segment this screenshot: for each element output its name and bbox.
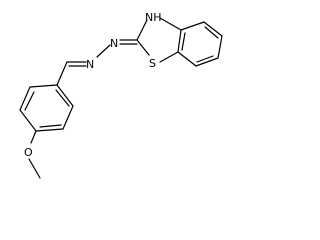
bond	[159, 51, 179, 63]
bond	[96, 44, 111, 58]
double-bond-inner	[55, 89, 70, 107]
bond	[35, 128, 64, 132]
bond	[56, 84, 74, 107]
bond	[19, 109, 37, 132]
methoxy-group	[28, 130, 41, 179]
atom-label-s: S	[149, 57, 156, 70]
bond	[217, 35, 223, 59]
bond	[177, 29, 182, 53]
bond	[62, 105, 74, 130]
hydrazone-linker	[66, 39, 138, 67]
atom-label-n: N	[86, 58, 94, 71]
atom-label-nh: NH	[145, 11, 162, 24]
bond	[177, 51, 197, 67]
structure-svg: NH N N S O	[19, 11, 223, 179]
double-bond-inner	[24, 91, 35, 111]
bond	[159, 17, 182, 31]
atom-label-n: N	[110, 37, 118, 50]
bond	[180, 21, 205, 31]
double-bond-inner	[204, 26, 219, 39]
thiazole-ring	[136, 17, 182, 63]
bond	[29, 84, 58, 88]
methoxyphenyl-ring	[19, 61, 74, 132]
benzothiazole-benzene-ring	[177, 21, 223, 67]
double-bond-inner	[39, 124, 62, 128]
double-bond-inner	[181, 32, 186, 51]
bond	[136, 39, 150, 56]
bond	[19, 86, 31, 111]
bond	[136, 19, 148, 41]
atom-label-o: O	[24, 146, 33, 159]
bond	[195, 57, 219, 67]
bond	[30, 130, 37, 144]
bond	[28, 158, 41, 179]
molecule-diagram: NH N N S O	[19, 11, 223, 179]
bond	[203, 21, 223, 37]
double-bond-inner	[196, 55, 214, 63]
atom-labels: NH N N S O	[24, 11, 162, 159]
bond	[56, 61, 68, 86]
